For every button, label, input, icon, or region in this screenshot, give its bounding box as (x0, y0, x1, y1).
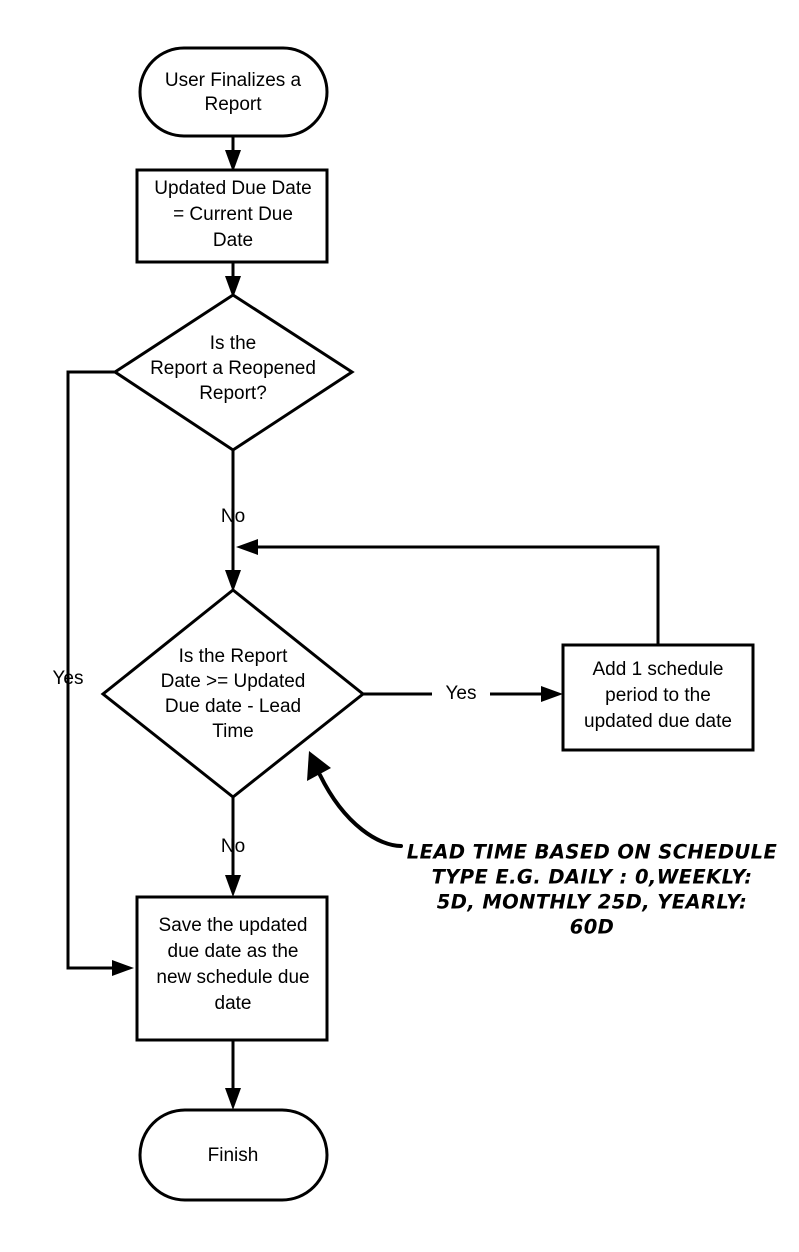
edge-label-leadtime-no: No (221, 836, 245, 857)
annotation-line-3: 5D, MONTHLY 25D, YEARLY: (437, 891, 747, 914)
edge-label-reopened-yes: Yes (53, 668, 84, 689)
node-save[interactable]: Save the updated due date as the new sch… (135, 895, 329, 1042)
edge-add-period-loopback (236, 539, 660, 645)
node-add-period-line-1: Add 1 schedule (593, 659, 724, 680)
annotation-line-1: LEAD TIME BASED ON SCHEDULE (407, 841, 778, 864)
node-save-line-4: date (215, 993, 252, 1014)
edge-save-to-finish (225, 1040, 241, 1110)
annotation-arrow (307, 751, 403, 848)
edge-reopened-yes (66, 370, 134, 976)
node-start[interactable]: User Finalizes a Report (138, 46, 329, 138)
node-save-line-2: due date as the (168, 941, 299, 962)
node-init[interactable]: Updated Due Date = Current Due Date (135, 168, 329, 264)
edge-label-leadtime-yes: Yes (446, 683, 477, 704)
node-decision-leadtime[interactable]: Is the Report Date >= Updated Due date -… (100, 588, 366, 799)
annotation-line-2: TYPE E.G. DAILY : 0,WEEKLY: (432, 866, 753, 889)
edge-init-to-decision-reopened (225, 262, 241, 298)
node-decision-leadtime-line-2: Date >= Updated (161, 671, 306, 692)
node-finish[interactable]: Finish (138, 1108, 329, 1202)
annotation-note: LEAD TIME BASED ON SCHEDULE TYPE E.G. DA… (407, 841, 778, 939)
node-finish-label: Finish (208, 1145, 259, 1166)
node-start-line-1: User Finalizes a (165, 70, 302, 91)
node-init-line-1: Updated Due Date (154, 178, 311, 199)
node-decision-leadtime-line-4: Time (212, 721, 254, 742)
edge-reopened-no (225, 450, 241, 592)
node-decision-leadtime-line-1: Is the Report (179, 646, 288, 667)
node-decision-reopened-line-1: Is the (210, 333, 256, 354)
node-add-period-line-3: updated due date (584, 711, 732, 732)
node-init-line-3: Date (213, 230, 253, 251)
edge-leadtime-yes (363, 686, 563, 702)
edge-leadtime-no (225, 797, 241, 897)
node-init-line-2: = Current Due (173, 204, 293, 225)
node-decision-leadtime-line-3: Due date - Lead (165, 696, 301, 717)
edge-start-to-init (225, 136, 241, 172)
node-add-period[interactable]: Add 1 schedule period to the updated due… (561, 643, 755, 752)
node-add-period-line-2: period to the (605, 685, 711, 706)
node-save-line-3: new schedule due (156, 967, 309, 988)
node-decision-reopened-line-2: Report a Reopened (150, 358, 316, 379)
annotation-line-4: 60D (570, 916, 615, 939)
node-decision-reopened-line-3: Report? (199, 383, 267, 404)
node-save-line-1: Save the updated (159, 915, 308, 936)
node-decision-reopened[interactable]: Is the Report a Reopened Report? (112, 293, 355, 452)
node-start-line-2: Report (204, 94, 262, 115)
edge-label-reopened-no: No (221, 506, 245, 527)
